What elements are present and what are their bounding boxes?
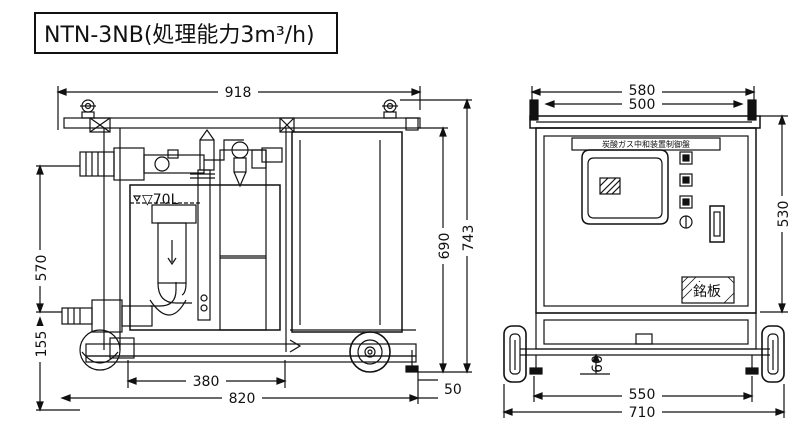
front-eye-left	[529, 99, 539, 121]
base-frame	[85, 329, 417, 363]
water-level-mark	[132, 195, 142, 203]
inlet-pipe	[79, 139, 244, 181]
nameplate-label: 銘板	[693, 284, 721, 300]
nameplate	[681, 276, 735, 304]
dim-530-label: 530	[776, 201, 792, 228]
control-panel: 炭酸ガス中和装置制御盤	[535, 127, 757, 314]
side-cabinet	[291, 131, 403, 333]
dim-710: 710	[502, 384, 786, 421]
lifting-eye-left	[80, 99, 96, 119]
leveling-foot	[405, 350, 419, 373]
indicator-lamp-2	[679, 173, 693, 187]
front-wheel-right	[761, 325, 785, 383]
dim-743: 743	[400, 98, 477, 374]
dim-743-label: 743	[461, 225, 477, 252]
pump	[79, 329, 135, 371]
riser-pipe	[149, 204, 197, 316]
front-base-frame	[520, 312, 770, 356]
display-screen-hatch	[599, 177, 621, 195]
dim-155: 155	[32, 316, 80, 412]
front-view: 580 500 炭酸ガス中和装置制御盤	[502, 82, 792, 421]
front-feet	[529, 355, 759, 375]
dim-580: 580	[530, 82, 756, 116]
dim-60-label: 60	[590, 355, 606, 373]
dim-500: 500	[544, 96, 744, 113]
dim-530: 530	[760, 114, 792, 314]
top-valves	[190, 128, 283, 188]
lifting-eye-right	[382, 99, 398, 119]
dim-580-label: 580	[629, 83, 656, 99]
dim-918: 918	[56, 84, 422, 130]
dim-710-label: 710	[629, 405, 656, 421]
dim-60: 60	[580, 353, 610, 375]
dim-155-label: 155	[34, 331, 50, 358]
dim-820: 820	[60, 372, 420, 407]
front-eye-right	[747, 99, 757, 121]
dim-380-label: 380	[193, 374, 220, 390]
dim-820-label: 820	[229, 391, 256, 407]
door-handle	[709, 205, 725, 243]
dim-690-label: 690	[437, 233, 453, 260]
diagram-title: NTN-3NB(処理能力3m³/h)	[34, 12, 338, 54]
dim-570: 570	[32, 164, 80, 314]
side-view: 918	[32, 84, 477, 412]
indicator-lamp-3	[679, 195, 693, 209]
front-wheel-left	[503, 325, 527, 383]
dim-690: 690	[418, 126, 453, 374]
lower-pipe	[61, 282, 177, 333]
dim-918-label: 918	[225, 85, 252, 101]
dim-500-label: 500	[629, 97, 656, 113]
dim-570-label: 570	[34, 255, 50, 282]
dim-550-label: 550	[629, 387, 656, 403]
dim-550: 550	[532, 376, 754, 403]
diagram-title-text: NTN-3NB(処理能力3m³/h)	[44, 23, 315, 48]
dim-50: 50	[418, 379, 462, 399]
dim-50-label: 50	[444, 382, 462, 398]
panel-title-label: 炭酸ガス中和装置制御盤	[602, 139, 690, 149]
indicator-lamp-1	[679, 151, 693, 165]
dim-380: 380	[126, 360, 287, 390]
tank-volume-label: ▽70L	[142, 192, 179, 208]
caster-wheel	[349, 331, 391, 373]
top-frame	[63, 117, 421, 133]
